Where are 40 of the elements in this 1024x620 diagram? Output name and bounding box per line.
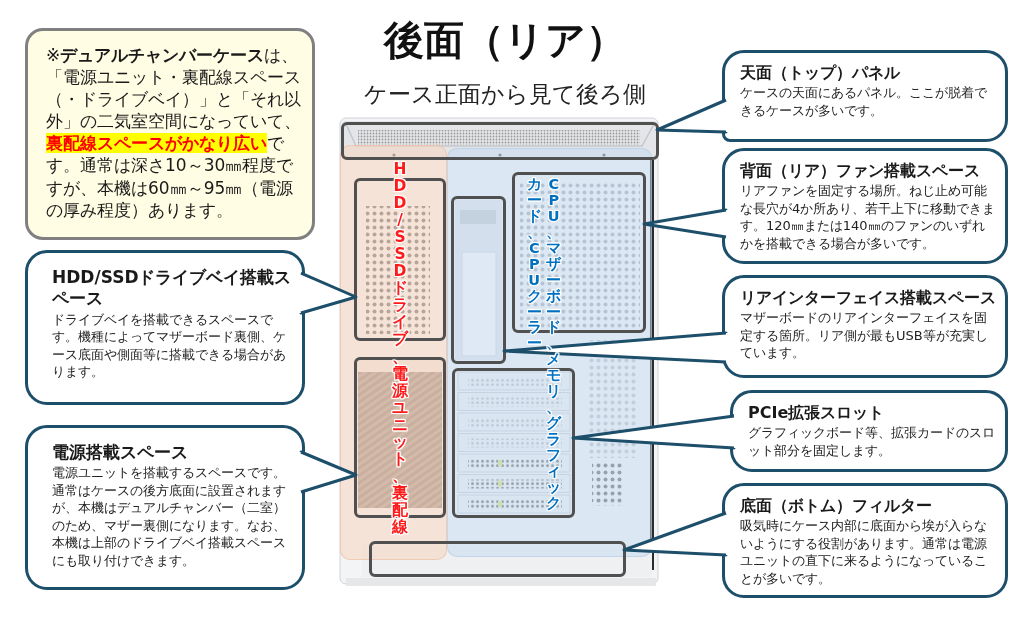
callout-box [722, 50, 1008, 142]
callout-heading: 天面（トップ）パネル [740, 63, 901, 83]
callout-heading: 背面（リア）ファン搭載スペース [740, 161, 981, 181]
note-box [25, 28, 315, 240]
callout-heading: HDD/SSDドライブベイ搭載スペース [52, 267, 292, 310]
callout-box [25, 425, 305, 590]
note-text: ※デュアルチャンバーケースは、「電源ユニット・裏配線スペース（・ドライブベイ）」と「それ以外」の二気室空間になっていて、裏配線スペースがかなり広いです。通常は深さ10～30㎜程度ですが、本機は60㎜～95㎜（電源の厚み程度）あります。 [46, 44, 302, 221]
callout-box [722, 275, 1008, 378]
callout-box [722, 148, 1008, 264]
highlight-frame [451, 196, 506, 364]
highlight-frame [512, 172, 646, 333]
diagram-title: 後面（リア） [384, 18, 626, 62]
callout-pointer [642, 208, 728, 239]
callout-text: マザーボードのリアインターフェイスを固定する箇所。リア側が最もUSB等が充実しています。 [740, 309, 989, 362]
callout-text: ケースの天面にあるパネル。ここが脱着できるケースが多いです。 [740, 84, 988, 120]
callout-heading: PCIe拡張スロット [748, 403, 886, 423]
highlight-frame [341, 122, 659, 160]
callout-pointer [299, 450, 358, 494]
callout-text: グラフィックボード等、拡張カードのスロット部分を固定します。 [748, 424, 996, 460]
highlight-frame [452, 368, 575, 518]
callout-box [722, 483, 1008, 598]
chamber-region [340, 145, 447, 560]
callout-text: 電源ユニットを搭載するスペースです。通常はケースの後方底面に設置されますが、本機はデュアルチャンバー（二室）のため、マザー裏側になります。なお、本機は上部のドライブベイ搭載スペースにも取り付けできます。 [52, 464, 287, 570]
subtitle: ケース正面から見て後ろ側 [364, 81, 646, 108]
highlight-frame [354, 357, 446, 518]
callout-text: リアファンを固定する場所。ねじ止め可能な長穴が4か所あり、若干上下に移動できます。120㎜または140㎜のファンのいずれかを搭載できる場合が多いです。 [740, 182, 997, 253]
callout-pointer [502, 331, 728, 364]
callout-heading: 電源搭載スペース [52, 442, 189, 464]
callout-text: 吸気時にケース内部に底面から埃が入らないようにする役割があります。通常は電源ユニットの直下に来るようになっていることが多いです。 [740, 517, 988, 588]
callout-pointer [655, 98, 728, 134]
callout-pointer [571, 414, 736, 450]
callout-box [25, 250, 305, 405]
callout-heading: リアインターフェイス搭載スペース [740, 288, 997, 308]
callout-pointer [622, 511, 728, 557]
callout-pointer [299, 271, 358, 315]
highlight-frame [369, 541, 626, 577]
callout-text: ドライブベイを搭載できるスペースです。機種によってマザーボード裏側、ケース底面や側面等に搭載できる場合があります。 [52, 310, 287, 381]
chamber-region [447, 148, 652, 557]
callout-box [730, 390, 1008, 472]
callout-heading: 底面（ボトム）フィルター [740, 496, 933, 516]
